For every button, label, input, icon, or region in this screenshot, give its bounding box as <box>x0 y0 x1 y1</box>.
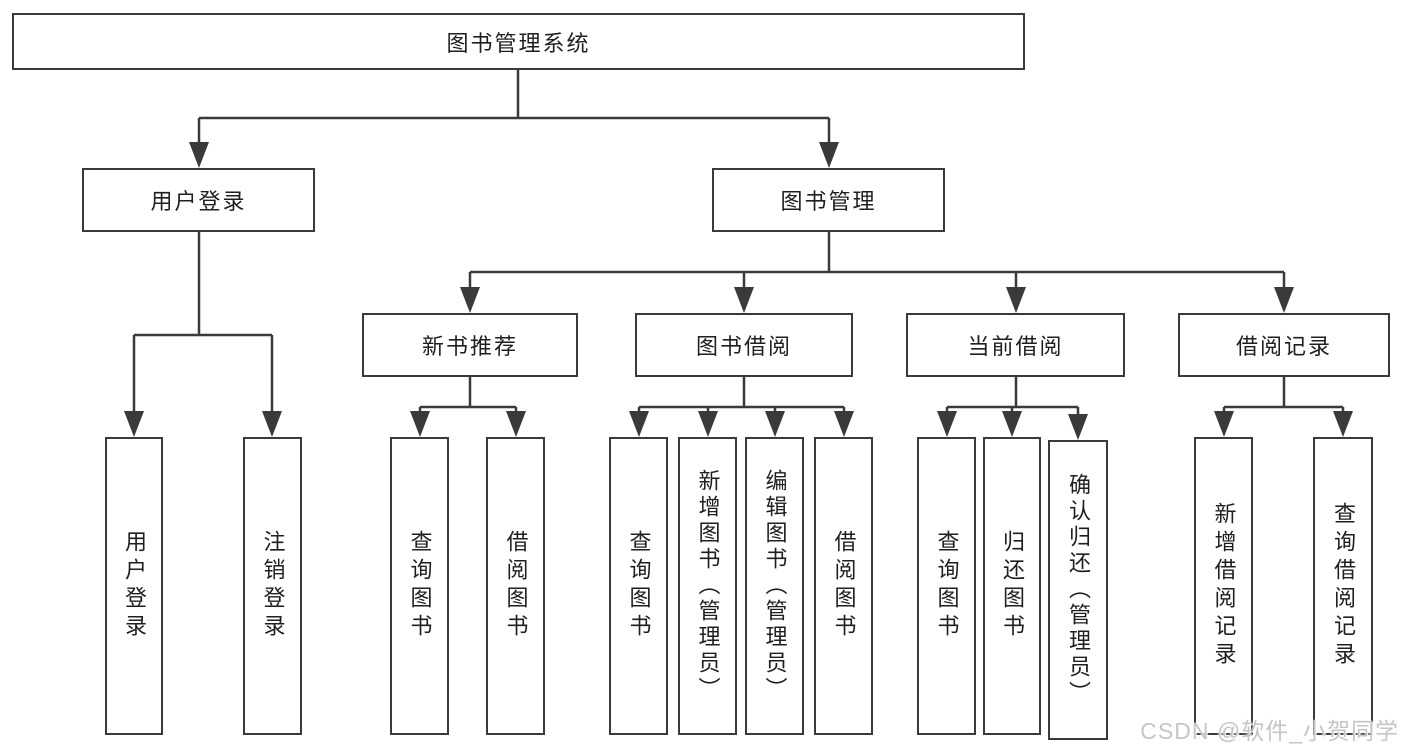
leaf-confirm-return-admin: 确认归还（管理员） <box>1048 440 1108 740</box>
leaf-borrow-books: 借阅图书 <box>814 437 873 735</box>
node-user-login-label: 用户登录 <box>150 189 247 214</box>
arrowhead-icons <box>124 142 1353 440</box>
leaf-logout-login: 注销登录 <box>243 437 302 735</box>
node-book-borrowing: 图书借阅 <box>635 313 853 377</box>
node-current-borrowing: 当前借阅 <box>906 313 1125 377</box>
node-borrow-records-label: 借阅记录 <box>1235 334 1332 359</box>
watermark: CSDN @软件_小贺同学 <box>1140 718 1399 744</box>
leaf-add-borrow-record-label: 新增借阅记录 <box>1211 502 1237 670</box>
node-user-login: 用户登录 <box>82 168 315 232</box>
node-new-book-recommend-label: 新书推荐 <box>421 334 518 359</box>
leaf-query-borrow-record: 查询借阅记录 <box>1313 437 1373 735</box>
leaf-confirm-return-admin-label: 确认归还（管理员） <box>1066 473 1091 707</box>
leaf-current-query-books-label: 查询图书 <box>934 530 960 642</box>
node-library-system-label: 图书管理系统 <box>446 30 591 56</box>
leaf-newbook-borrow-books-label: 借阅图书 <box>503 530 529 642</box>
leaf-borrowing-query-books: 查询图书 <box>609 437 668 735</box>
node-library-system: 图书管理系统 <box>12 13 1025 70</box>
leaf-add-books-admin: 新增图书（管理员） <box>678 437 737 735</box>
leaf-return-books-label: 归还图书 <box>1000 530 1025 642</box>
leaf-newbook-query-books-label: 查询图书 <box>407 530 433 642</box>
leaf-borrow-books-label: 借阅图书 <box>831 530 857 642</box>
node-book-management-label: 图书管理 <box>780 189 877 214</box>
leaf-add-borrow-record: 新增借阅记录 <box>1194 437 1253 735</box>
leaf-user-login: 用户登录 <box>105 437 163 735</box>
leaf-return-books: 归还图书 <box>983 437 1041 735</box>
node-new-book-recommend: 新书推荐 <box>362 313 578 377</box>
leaf-edit-books-admin: 编辑图书（管理员） <box>745 437 804 735</box>
node-book-management: 图书管理 <box>712 168 945 232</box>
leaf-newbook-query-books: 查询图书 <box>390 437 449 735</box>
leaf-add-books-admin-label: 新增图书（管理员） <box>695 469 721 703</box>
leaf-query-borrow-record-label: 查询借阅记录 <box>1331 502 1356 670</box>
leaf-logout-login-label: 注销登录 <box>260 530 286 642</box>
leaf-edit-books-admin-label: 编辑图书（管理员） <box>762 469 788 703</box>
leaf-newbook-borrow-books: 借阅图书 <box>486 437 545 735</box>
leaf-user-login-label: 用户登录 <box>122 530 147 642</box>
node-borrow-records: 借阅记录 <box>1178 313 1390 377</box>
node-book-borrowing-label: 图书借阅 <box>695 334 792 359</box>
leaf-borrowing-query-books-label: 查询图书 <box>626 530 652 642</box>
leaf-current-query-books: 查询图书 <box>917 437 976 735</box>
node-current-borrowing-label: 当前借阅 <box>967 334 1064 359</box>
